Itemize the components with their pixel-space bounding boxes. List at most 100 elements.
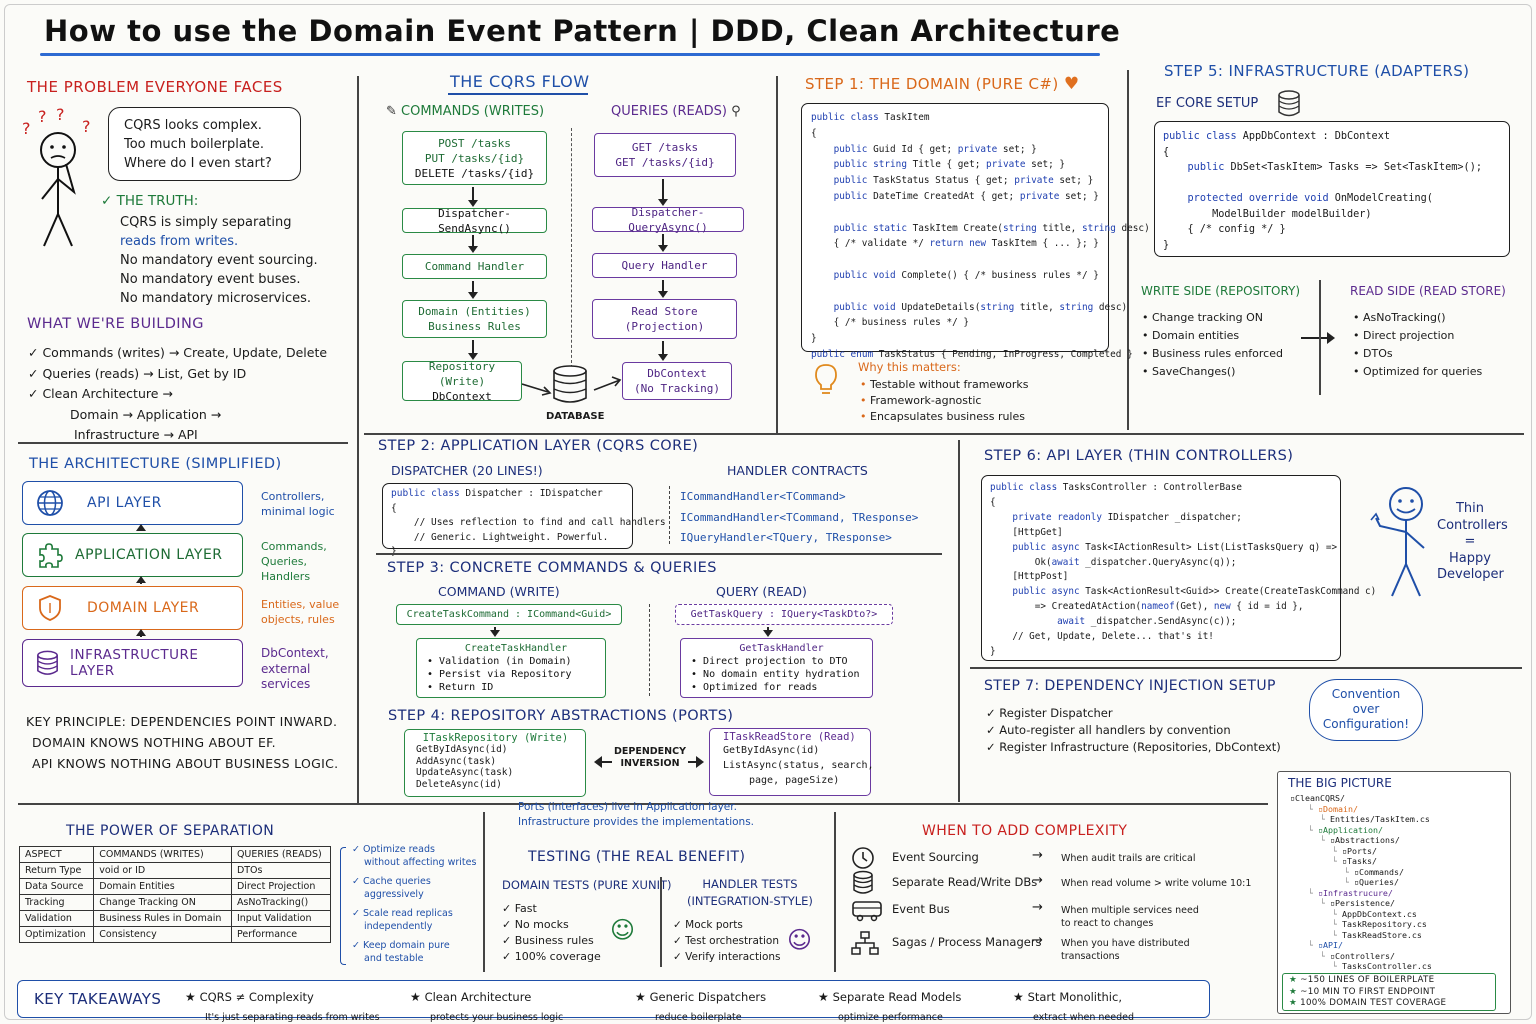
principle-line: DOMAIN KNOWS NOTHING ABOUT EF. — [32, 735, 276, 750]
table-cell: void or ID — [93, 862, 232, 879]
heart-icon: ♥ — [1063, 74, 1080, 94]
query-read-heading: QUERY (READ) — [716, 584, 807, 599]
tree-node: └ ▫Ports/ — [1332, 845, 1377, 856]
table-header: ASPECT — [18, 846, 95, 863]
divider — [660, 877, 662, 967]
get-task-query: GetTaskQuery : IQuery<TaskDto?> — [675, 604, 893, 625]
divider — [970, 667, 1522, 669]
test-item: ✓ Verify interactions — [673, 951, 781, 963]
principle-line: API KNOWS NOTHING ABOUT BUSINESS LOGIC. — [32, 756, 339, 771]
complexity-when: When read volume > write volume 10:1 — [1061, 878, 1252, 889]
step4-heading: STEP 4: REPOSITORY ABSTRACTIONS (PORTS) — [388, 708, 734, 724]
di-item: ✓ Register Dispatcher — [986, 706, 1113, 720]
domain-layer: DOMAIN LAYER — [22, 586, 243, 630]
title-underline — [40, 53, 1100, 56]
read-store-box: Read Store(Projection) — [592, 299, 737, 339]
read-item: • Optimized for queries — [1353, 365, 1483, 378]
tree-node: └ Entities/TaskItem.cs — [1320, 814, 1430, 824]
ports-note: Ports (interfaces) live in Application l… — [518, 800, 754, 830]
takeaways-heading: KEY TAKEAWAYS — [34, 990, 162, 1008]
layer-note: Commands, Queries, Handlers — [261, 540, 327, 583]
read-side-list: • AsNoTracking() • Direct projection • D… — [1353, 309, 1482, 381]
table-cell: Optimization — [18, 926, 95, 943]
testing-heading: TESTING (THE REAL BENEFIT) — [528, 849, 746, 865]
divider — [483, 812, 485, 972]
clock-icon — [850, 845, 876, 875]
database-icon — [850, 870, 876, 900]
tree-node: └ ▫Controllers/ — [1320, 950, 1395, 961]
repo-title: ITaskRepository (Write) — [422, 732, 569, 744]
complexity-row: Separate Read/Write DBs→When read volume… — [850, 870, 1260, 900]
domain-tests-heading: DOMAIN TESTS (PURE XUNIT) — [502, 878, 672, 892]
smile-icon: ☺ — [787, 926, 813, 954]
create-task-command: CreateTaskCommand : ICommand<Guid> — [396, 604, 622, 625]
star-icon: ★ — [1013, 990, 1028, 1004]
contract-item: ICommandHandler<TCommand> — [680, 490, 846, 503]
step6-heading: STEP 6: API LAYER (THIN CONTROLLERS) — [984, 448, 1294, 464]
divider — [776, 76, 778, 434]
complexity-name: Sagas / Process Managers — [892, 935, 1042, 949]
create-task-handler: CreateTaskHandler • Validation (in Domai… — [416, 638, 606, 698]
di-item: ✓ Register Infrastructure (Repositories,… — [986, 740, 1281, 754]
dispatcher-heading: DISPATCHER (20 LINES!) — [391, 463, 543, 478]
step3-heading: STEP 3: CONCRETE COMMANDS & QUERIES — [387, 560, 717, 576]
read-store-port-box: ITaskReadStore (Read) GetByIdAsync(id)Li… — [709, 728, 874, 796]
heading-underline — [448, 93, 588, 95]
repository-write-box: Repository (Write)DbContext — [402, 360, 522, 403]
cmd-dispatcher: Dispatcher-SendAsync() — [402, 207, 547, 235]
building-sub: Domain → Application → — [70, 406, 222, 422]
flow-divider — [571, 128, 572, 368]
stats-box: ★ ~150 LINES OF BOILERPLATE ★ ~10 MIN TO… — [1282, 973, 1496, 1011]
divider — [958, 440, 960, 802]
queries-heading: QUERIES (READS) ⚲ — [611, 104, 741, 119]
magnifier-icon: ⚲ — [726, 104, 741, 119]
code-block: public class AppDbContext : DbContext { … — [1163, 131, 1482, 251]
read-item: • Direct projection — [1353, 329, 1455, 342]
table-cell: Data Source — [18, 878, 95, 895]
read-item: • AsNoTracking() — [1353, 311, 1446, 324]
command-handler: Command Handler — [402, 254, 547, 279]
table-cell: AsNoTracking() — [230, 894, 332, 911]
tree-node: └ TasksController.cs — [1332, 961, 1432, 971]
power-heading: THE POWER OF SEPARATION — [66, 823, 275, 839]
divider — [18, 442, 348, 444]
arrow-right-icon — [1301, 332, 1335, 344]
whiteboard — [4, 4, 1532, 1020]
tree-node: └ ▫Tasks/ — [1332, 856, 1377, 866]
why-item: • Testable without frameworks — [860, 378, 1029, 391]
tree-node: └ ▫Abstractions/ — [1320, 835, 1400, 845]
test-item: ✓ Mock ports — [673, 919, 743, 931]
write-item: • Change tracking ON — [1142, 311, 1263, 324]
truth-heading: ✓ THE TRUTH: — [101, 193, 199, 209]
tree-node: └ ▫Domain/ — [1308, 803, 1358, 814]
table-cell: Return Type — [18, 862, 95, 879]
layer-label: DOMAIN LAYER — [87, 600, 200, 616]
database-icon — [522, 365, 622, 403]
divider — [1319, 280, 1321, 395]
di-item: ✓ Auto-register all handlers by conventi… — [986, 723, 1231, 737]
code-block: public class Dispatcher : IDispatcher { … — [391, 488, 666, 557]
network-icon — [850, 930, 880, 960]
commands-heading: ✎ COMMANDS (WRITES) — [386, 104, 545, 119]
bubble-line: Too much boilerplate. — [124, 137, 265, 152]
key-principle: KEY PRINCIPLE: DEPENDENCIES POINT INWARD… — [26, 711, 338, 774]
database-icon — [37, 650, 58, 675]
handler-tests-list: ✓ Mock ports ✓ Test orchestration ✓ Veri… — [673, 917, 781, 965]
write-item: • Business rules enforced — [1142, 347, 1283, 360]
comparison-table: ASPECT COMMANDS (WRITES) QUERIES (READS)… — [18, 846, 332, 943]
arrow-right-icon: → — [1032, 900, 1043, 915]
table-cell: Consistency — [93, 926, 232, 943]
tree-node: └ ▫API/ — [1308, 940, 1343, 950]
tree-node: └ TaskReadStore.cs — [1332, 929, 1422, 940]
puzzle-icon — [39, 543, 63, 568]
arrow-icon — [658, 280, 668, 298]
pencil-icon: ✎ — [386, 104, 402, 119]
database-icon — [1278, 90, 1300, 117]
confused-person-icon: ? ? ? ? — [22, 105, 91, 247]
database-label: DATABASE — [546, 411, 605, 422]
table-cell: Change Tracking ON — [93, 894, 232, 911]
